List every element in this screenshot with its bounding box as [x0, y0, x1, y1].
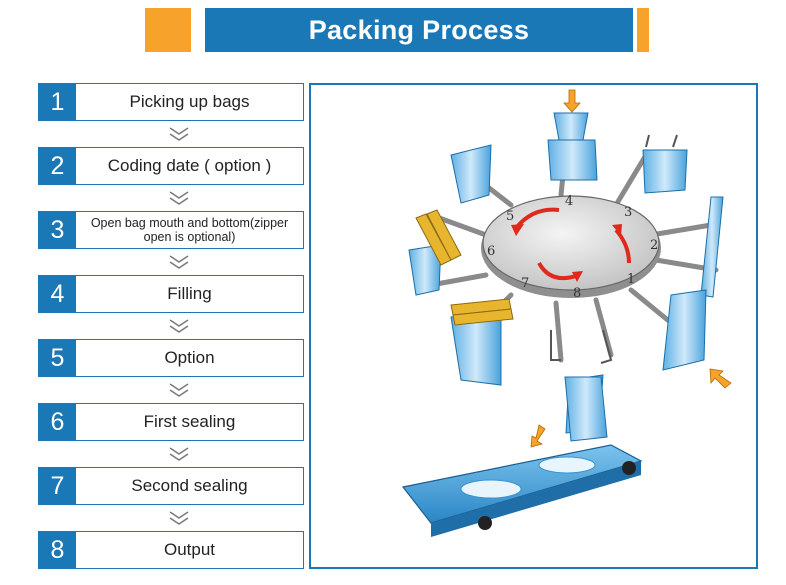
- chevron-down-icon: [169, 191, 189, 205]
- step-number: 6: [39, 404, 76, 440]
- station-3: 3: [624, 205, 632, 220]
- step-5: 5 Option: [38, 339, 304, 377]
- arrow-down-icon: [563, 89, 581, 113]
- step-label: Second sealing: [131, 476, 248, 495]
- step-number: 1: [39, 84, 76, 120]
- falling-bag: [564, 376, 608, 442]
- rotary-packing-machine-illustration: 1 2 3 4 5 6 7 8: [401, 89, 732, 537]
- step-number: 3: [39, 212, 76, 248]
- rotation-arrowheads: [511, 224, 622, 282]
- step-number: 5: [39, 340, 76, 376]
- conveyor-belt: [401, 444, 643, 537]
- step-label: Output: [163, 540, 216, 559]
- belt-roller: [622, 461, 636, 475]
- step-label: First sealing: [143, 412, 236, 431]
- station-5: 5: [506, 209, 514, 224]
- step-4: 4 Filling: [38, 275, 304, 313]
- machine-illustration-panel: 1 2 3 4 5 6 7 8: [309, 83, 758, 569]
- heat-sealers: [415, 209, 514, 326]
- page-title: Packing Process: [308, 15, 530, 45]
- chevron-down-icon: [169, 383, 189, 397]
- station-numbers: 1 2 3 4 5 6 7 8: [487, 194, 658, 301]
- station-7: 7: [521, 276, 529, 291]
- station-8: 8: [573, 286, 581, 301]
- step-number: 4: [39, 276, 76, 312]
- station-4: 4: [565, 194, 573, 209]
- chevron-down-icon: [169, 319, 189, 333]
- step-label: Filling: [167, 284, 212, 303]
- arrow-icons: [530, 89, 732, 448]
- header-bar: [205, 8, 633, 52]
- station-1: 1: [627, 272, 635, 287]
- step-2: 2 Coding date ( option ): [38, 147, 304, 185]
- step-3: 3 Open bag mouth and bottom(zipper open …: [38, 211, 304, 249]
- header-orange-tail: [637, 8, 649, 52]
- belt-roller: [478, 516, 492, 530]
- step-number: 7: [39, 468, 76, 504]
- step-label: Option: [164, 348, 215, 367]
- step-number: 2: [39, 148, 76, 184]
- header-orange-square: [145, 8, 191, 52]
- chevron-down-icon: [169, 447, 189, 461]
- step-7: 7 Second sealing: [38, 467, 304, 505]
- chevron-down-icon: [169, 127, 189, 141]
- step-label: Coding date ( option ): [107, 156, 272, 175]
- station-6: 6: [487, 244, 495, 259]
- arrow-up-left-icon: [709, 368, 732, 389]
- chevron-down-icon: [169, 511, 189, 525]
- step-6: 6 First sealing: [38, 403, 304, 441]
- station-2: 2: [650, 238, 658, 253]
- step-number: 8: [39, 532, 76, 568]
- grippers: [550, 134, 678, 364]
- arrow-down-left-icon: [530, 424, 546, 448]
- step-label: Picking up bags: [129, 92, 250, 111]
- step-1: 1 Picking up bags: [38, 83, 304, 121]
- chevron-down-icon: [169, 255, 189, 269]
- step-label: Open bag mouth and bottom(zipper open is…: [90, 216, 289, 244]
- step-8: 8 Output: [38, 531, 304, 569]
